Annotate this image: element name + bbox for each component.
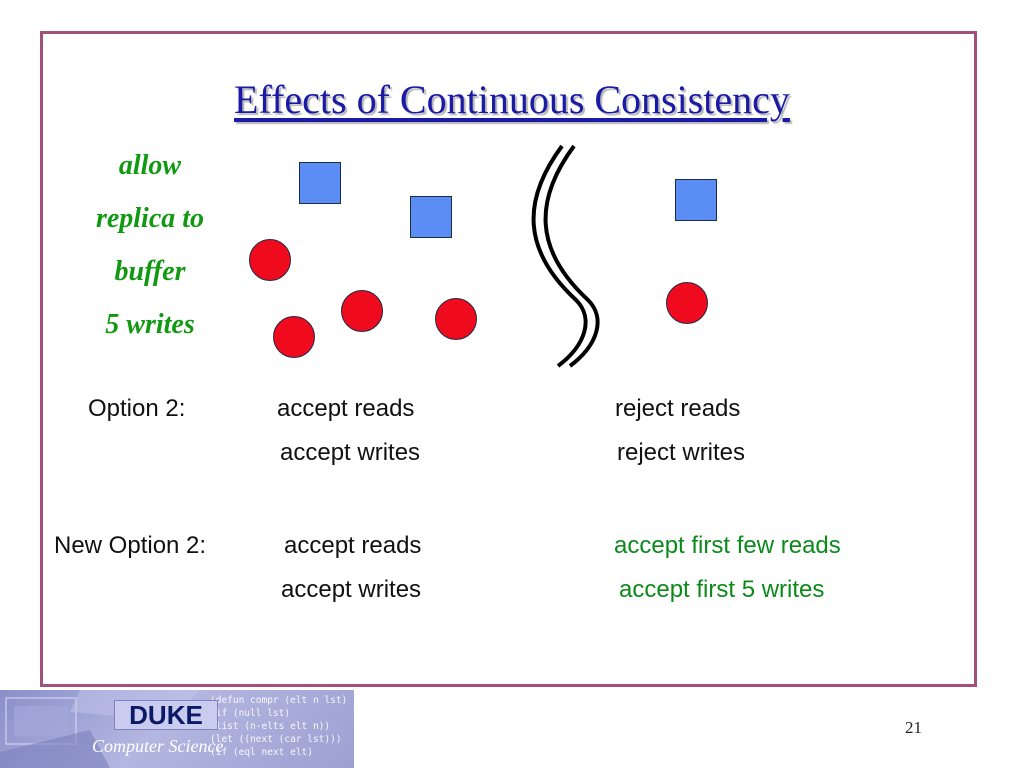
read-circle-5 [666,282,708,324]
write-square-1 [299,162,341,204]
side-label-line-1: allow [118,150,182,181]
read-circle-4 [273,316,315,358]
new-option2-right-writes: accept first 5 writes [619,576,825,603]
option2-left-reads: accept reads [277,395,415,422]
logo-duke-text: DUKE [114,700,218,730]
logo-code-text: (defun compr (elt n lst)(if (null lst)(l… [210,695,348,758]
duke-cs-logo: (defun compr (elt n lst)(if (null lst)(l… [0,690,354,768]
new-option2-right-reads: accept first few reads [614,532,841,559]
option2-right-reads: reject reads [615,395,741,422]
write-square-3 [675,179,717,221]
write-square-2 [410,196,452,238]
slide-title: Effects of Continuous Consistency [234,77,790,122]
option2-right-writes: reject writes [617,439,746,466]
read-circle-3 [435,298,477,340]
new-option2-label: New Option 2: [54,532,207,559]
option2-label: Option 2: [88,395,186,422]
option2-left-writes: accept writes [280,439,421,466]
side-label-line-2: replica to [95,203,205,234]
new-option2-left-writes: accept writes [281,576,422,603]
side-label-line-4: 5 writes [105,309,195,340]
new-option2-left-reads: accept reads [284,532,422,559]
read-circle-2 [341,290,383,332]
logo-computer-science-text: Computer Science [92,736,224,756]
side-label-line-3: buffer [114,256,186,287]
slide-frame [40,31,977,687]
read-circle-1 [249,239,291,281]
page-number: 21 [905,718,922,737]
partition-divider-icon [531,144,600,368]
